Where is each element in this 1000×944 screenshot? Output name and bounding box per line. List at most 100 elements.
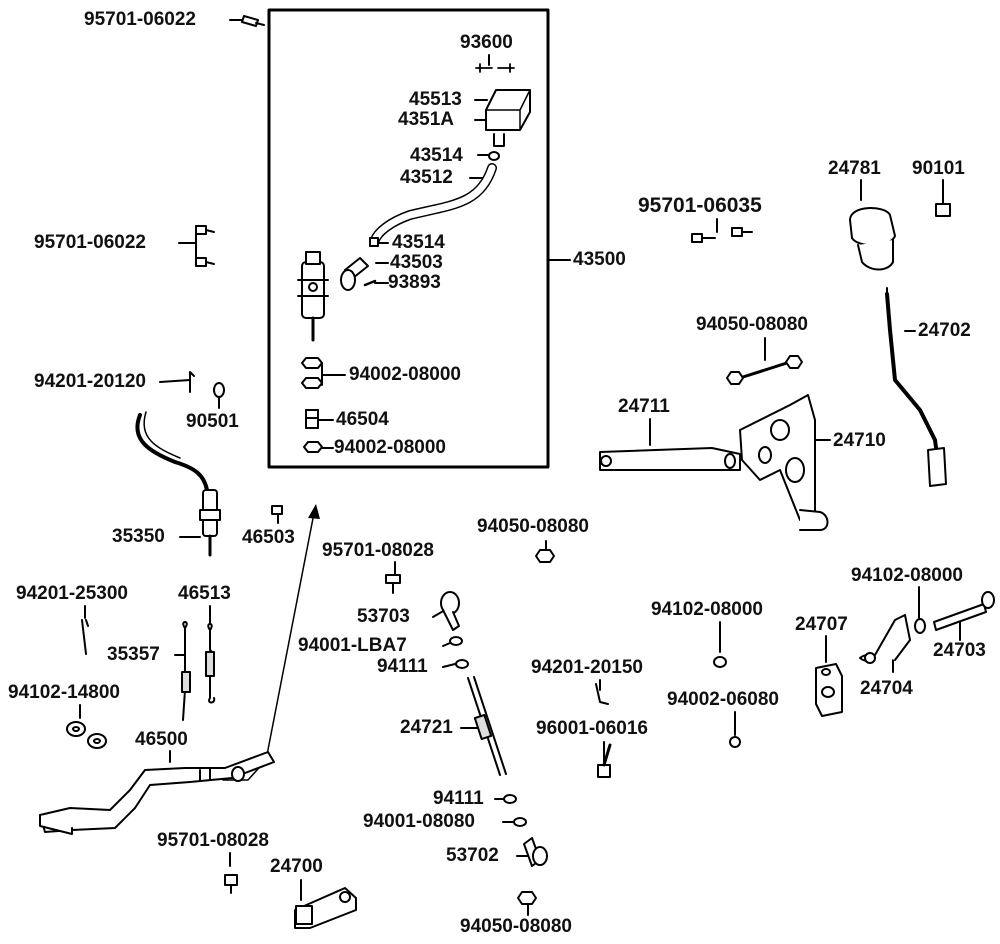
label-53702: 53702 <box>446 845 499 866</box>
label-43514-lower: 43514 <box>392 232 445 253</box>
part-94050-08080-nut-mid <box>535 549 555 563</box>
part-95701-08028-bolt-bottom <box>224 874 238 894</box>
label-94002-06080: 94002-06080 <box>667 689 779 710</box>
label-46503: 46503 <box>242 527 295 548</box>
part-94050-08080-nut-bottom <box>517 891 537 905</box>
part-90501-washer <box>213 382 225 398</box>
label-96001-06016: 96001-06016 <box>536 718 648 739</box>
part-95701-06022-bolt-top <box>241 15 265 27</box>
part-35357-spring <box>181 621 191 721</box>
part-24707-pivot <box>815 663 843 717</box>
part-24710-bracket <box>739 394 829 531</box>
part-93600-screws <box>475 63 515 73</box>
part-43514-clamp-a <box>488 151 500 161</box>
label-24703: 24703 <box>933 640 986 661</box>
label-94201-25300: 94201-25300 <box>16 583 128 604</box>
label-45513: 45513 <box>409 89 462 110</box>
part-53702-rod-end <box>523 837 548 867</box>
label-46513: 46513 <box>178 583 231 604</box>
part-94001-08080-nut <box>513 817 527 827</box>
label-93893: 93893 <box>388 272 441 293</box>
part-95701-06022-bolts-pair <box>195 225 215 267</box>
part-43503-fitting <box>340 257 369 291</box>
part-94111-nut-a <box>455 659 469 669</box>
label-94050-08080-top: 94050-08080 <box>696 314 808 335</box>
label-94102-14800: 94102-14800 <box>8 682 120 703</box>
part-94050-08080-bolt <box>726 355 803 385</box>
part-24700-arm <box>294 887 357 929</box>
label-24704: 24704 <box>860 678 913 699</box>
part-94201-20150-pin <box>595 683 609 705</box>
label-94001-08080: 94001-08080 <box>363 811 475 832</box>
label-24707: 24707 <box>795 614 848 635</box>
label-24710: 24710 <box>833 430 886 451</box>
part-35350-brake-switch <box>135 411 221 557</box>
label-90501: 90501 <box>186 411 239 432</box>
part-46500-brake-pedal <box>39 751 275 835</box>
part-95701-08028-bolt <box>385 574 401 594</box>
label-94201-20150: 94201-20150 <box>531 657 643 678</box>
label-4351A: 4351A <box>398 109 454 130</box>
label-24721: 24721 <box>400 717 453 738</box>
label-46504: 46504 <box>336 409 389 430</box>
part-94002-08000-nuts <box>301 357 323 389</box>
label-90101: 90101 <box>912 158 965 179</box>
part-24702-rod <box>885 287 947 487</box>
kit-43500-frame <box>267 8 550 469</box>
label-43500: 43500 <box>573 249 626 270</box>
part-94201-25300-cotter-pin <box>81 619 89 655</box>
part-94002-08000-nut-b <box>303 441 323 453</box>
part-46503-pin <box>271 505 283 515</box>
part-24721-rod <box>467 676 507 776</box>
part-94001-LBA7-nut <box>449 636 463 646</box>
label-53703: 53703 <box>357 606 410 627</box>
label-35350: 35350 <box>112 526 165 547</box>
part-24781-knob <box>849 207 896 271</box>
part-24704-spring-clip <box>859 614 911 664</box>
label-94201-20120: 94201-20120 <box>34 371 146 392</box>
part-90101-bolt <box>935 195 951 217</box>
part-93893-screw <box>363 279 377 287</box>
part-53703-rod-end <box>440 591 460 631</box>
label-94111-lower: 94111 <box>433 788 484 809</box>
part-24711-lever <box>599 447 741 471</box>
part-94102-08000-washer-b <box>914 618 926 634</box>
assembly-guide-arrowhead <box>308 504 320 519</box>
label-95701-08028: 95701-08028 <box>322 540 434 561</box>
part-43514-clamp-b <box>369 237 379 247</box>
part-94002-06080-nut <box>729 736 741 748</box>
part-94102-08000-washer-a <box>713 656 727 668</box>
label-94001-LBA7: 94001-LBA7 <box>298 635 407 656</box>
part-94111-nut-b <box>503 794 517 804</box>
label-43514-upper: 43514 <box>410 145 463 166</box>
label-94050-08080-bottom: 94050-08080 <box>460 916 572 937</box>
part-45513-reservoir <box>485 89 531 147</box>
label-95701-06022: 95701-06022 <box>34 232 146 253</box>
label-43512: 43512 <box>400 167 453 188</box>
part-94201-20120-pin <box>189 371 195 393</box>
part-96001-06016-bolt <box>597 743 612 778</box>
part-46504-clevis <box>305 409 319 429</box>
label-24781: 24781 <box>828 158 881 179</box>
label-24700: 24700 <box>270 856 323 877</box>
label-35357: 35357 <box>107 644 160 665</box>
label-24702: 24702 <box>918 320 971 341</box>
label-94002-08000-upper: 94002-08000 <box>349 364 461 385</box>
label-95701-08028-bottom: 95701-08028 <box>157 830 269 851</box>
label-94002-08000-lower: 94002-08000 <box>334 437 446 458</box>
part-24703-pin <box>933 591 995 631</box>
part-95701-06035-bolts <box>691 227 753 243</box>
label-94102-08000-right: 94102-08000 <box>851 565 963 586</box>
part-94102-14800-washers <box>66 721 107 749</box>
label-94111-upper: 94111 <box>377 656 428 677</box>
label-95701-06022-top: 95701-06022 <box>84 9 196 30</box>
part-46513-spring <box>205 623 216 704</box>
label-46500: 46500 <box>135 729 188 750</box>
label-43503: 43503 <box>390 252 443 273</box>
label-95701-06035: 95701-06035 <box>638 194 762 217</box>
label-94102-08000-left: 94102-08000 <box>651 599 763 620</box>
master-cylinder-body <box>297 251 329 342</box>
label-93600: 93600 <box>460 32 513 53</box>
